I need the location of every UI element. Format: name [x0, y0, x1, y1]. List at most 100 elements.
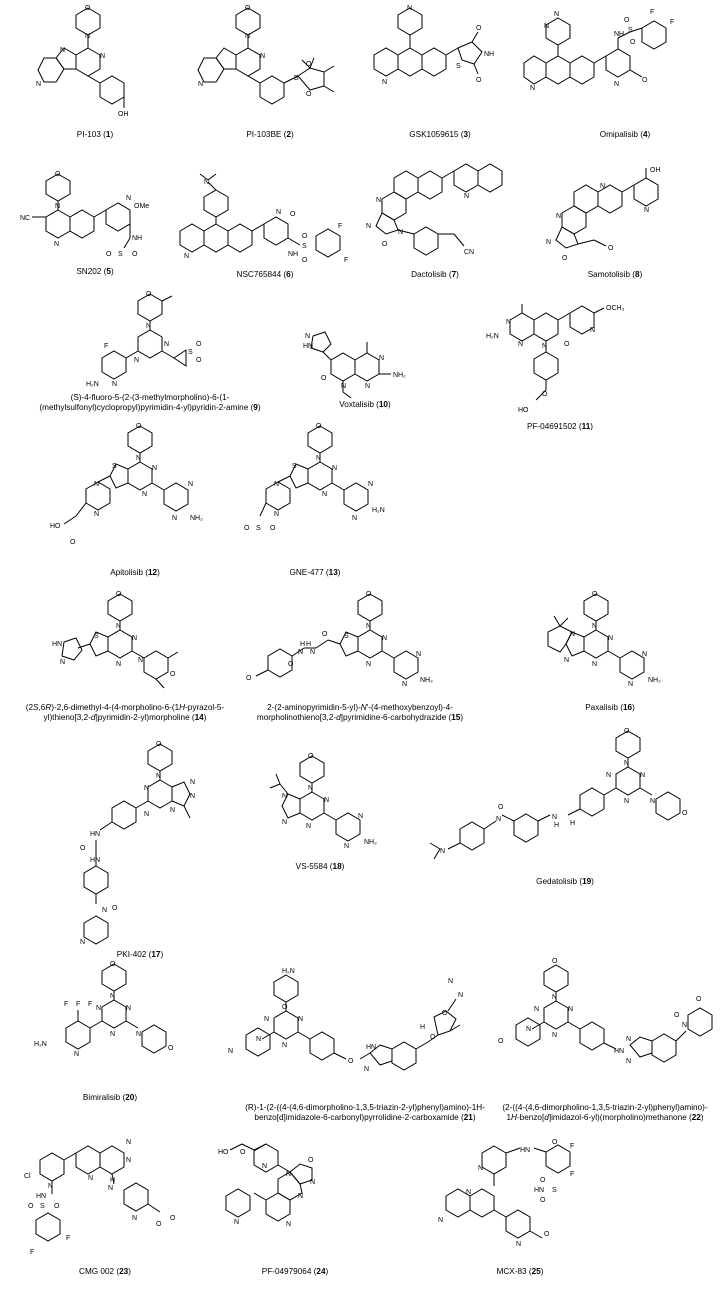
atom-label: N: [496, 816, 501, 823]
atom-label: N: [592, 623, 597, 630]
atom-label: N: [341, 383, 346, 390]
atom-label: N: [188, 481, 193, 488]
compound-gedatolisib: O N N N N N O N O N N H H Gedatolisib (1…: [420, 725, 710, 920]
atom-label: NH₂: [420, 677, 433, 684]
atom-label: O: [630, 39, 636, 46]
atom-label: N: [190, 793, 195, 800]
atom-label: O: [290, 211, 296, 218]
atom-label: O: [245, 5, 251, 12]
structure-bimiralisib: O N F F F N N N H₂N N N O: [34, 961, 174, 1058]
atom-label: O: [168, 1045, 174, 1052]
atom-label: O: [156, 1221, 162, 1228]
compound-gne-477: O N S N N N N O S O N N H₂N GNE-477 (13): [230, 420, 400, 585]
compound-caption: MCX-83 (25): [496, 1267, 544, 1276]
compound-caption: Omipalisib (4): [599, 130, 651, 139]
atom-label: N: [102, 907, 107, 914]
atom-label: O: [132, 251, 138, 258]
atom-label: O: [552, 1139, 558, 1146]
atom-label: N: [568, 1006, 573, 1013]
structure-14: O N HN N S N N N O: [52, 591, 179, 689]
compound-pi-103be: O N N N O B O PI-103BE (2): [190, 0, 350, 150]
atom-label: HN: [52, 641, 62, 648]
atom-label: N: [108, 1185, 113, 1192]
atom-label: O: [540, 1177, 546, 1184]
atom-label: N: [274, 481, 279, 488]
atom-label: H: [554, 822, 559, 829]
atom-label: O: [170, 671, 176, 678]
compound-caption: Gedatolisib (19): [536, 877, 594, 886]
atom-label: F: [670, 19, 674, 26]
atom-label: NH₂: [648, 677, 661, 684]
atom-label: N: [322, 491, 327, 498]
atom-label: O: [642, 77, 648, 84]
compound-caption: Bimiralisib (20): [82, 1093, 138, 1102]
atom-label: N: [382, 79, 387, 86]
atom-label: F: [570, 1171, 574, 1178]
atom-label: N: [94, 481, 99, 488]
atom-label: O: [682, 810, 688, 817]
compound-pki-402: O N N N N N N HN HN O N O N PKI-402 (17): [40, 740, 240, 965]
compound-caption: Voxtalisib (10): [339, 400, 391, 409]
atom-label: N: [506, 319, 511, 326]
structure-cmg-002: N N N Cl N N HN O S O F F N H O O: [24, 1139, 176, 1256]
atom-label: N: [366, 661, 371, 668]
atom-label: N: [606, 772, 611, 779]
atom-label: HO: [50, 523, 61, 530]
atom-label: O: [28, 1203, 34, 1210]
atom-label: NH: [484, 51, 494, 58]
atom-label: N: [298, 649, 303, 656]
compound-pi-103: O N N N N OH PI-103 (1): [20, 0, 170, 150]
atom-label: O: [306, 91, 312, 98]
atom-label: O: [564, 341, 570, 348]
atom-label: F: [66, 1235, 70, 1242]
compound-vs-5584: O N N N N N N N NH₂ VS-5584 (18): [240, 750, 400, 880]
atom-label: OH: [118, 111, 129, 118]
atom-label: H₂N: [372, 507, 385, 514]
atom-label: N: [542, 343, 547, 350]
atom-label: N: [156, 773, 161, 780]
atom-label: F: [30, 1249, 34, 1256]
atom-label: H: [110, 1177, 115, 1184]
atom-label: N: [534, 1006, 539, 1013]
compound-cmg-002: N N N Cl N N HN O S O F F N H O O CMG 00…: [10, 1139, 200, 1285]
atom-label: N: [112, 381, 117, 388]
atom-label: S: [552, 1187, 557, 1194]
structure-22: O N O N N N N O N HN N N O: [498, 958, 713, 1065]
atom-label: NH: [614, 31, 624, 38]
compound-dactolisib: N N N O N CN Dactolisib (7): [360, 163, 510, 288]
atom-label: O: [282, 1004, 288, 1011]
atom-label: N: [316, 455, 321, 462]
atom-label: S: [456, 63, 461, 70]
atom-label: N: [416, 651, 421, 658]
structure-voxtalisib: HN N O N N N NH₂: [303, 331, 406, 399]
atom-label: F: [64, 1001, 68, 1008]
atom-label: O: [308, 753, 314, 760]
atom-label: N: [448, 978, 453, 985]
compound-caption: VS-5584 (18): [295, 862, 345, 871]
atom-label: O: [170, 1215, 176, 1222]
atom-label: N: [282, 1042, 287, 1049]
atom-label: O: [476, 77, 482, 84]
compound-bimiralisib: O N F F F N N N H₂N N N O Bimiralisib (2…: [30, 960, 190, 1115]
atom-label: H₂N: [486, 333, 499, 340]
atom-label: N: [126, 1005, 131, 1012]
atom-label: N: [310, 1179, 315, 1186]
atom-label: NH₂: [364, 839, 377, 846]
atom-label: N: [298, 1193, 303, 1200]
atom-label: N: [590, 327, 595, 334]
atom-label: N: [190, 779, 195, 786]
atom-label: N: [530, 85, 535, 92]
atom-label: N: [228, 1048, 233, 1055]
structure-samotolisib: OH N N N N O O: [546, 167, 661, 262]
atom-label: N: [407, 5, 412, 12]
atom-label: O: [624, 17, 630, 24]
atom-label: O: [498, 1038, 504, 1045]
atom-label: N: [570, 631, 575, 638]
atom-label: O: [442, 1010, 448, 1017]
atom-label: S: [40, 1203, 45, 1210]
atom-label: F: [570, 1143, 574, 1150]
atom-label: HN: [90, 831, 100, 838]
structure-pf-04691502: N OCH₃ N N N O H₂N O HO: [486, 304, 625, 414]
structure-paxalisib: O N N N N N N N NH₂: [547, 591, 661, 688]
atom-label: O: [70, 539, 76, 546]
